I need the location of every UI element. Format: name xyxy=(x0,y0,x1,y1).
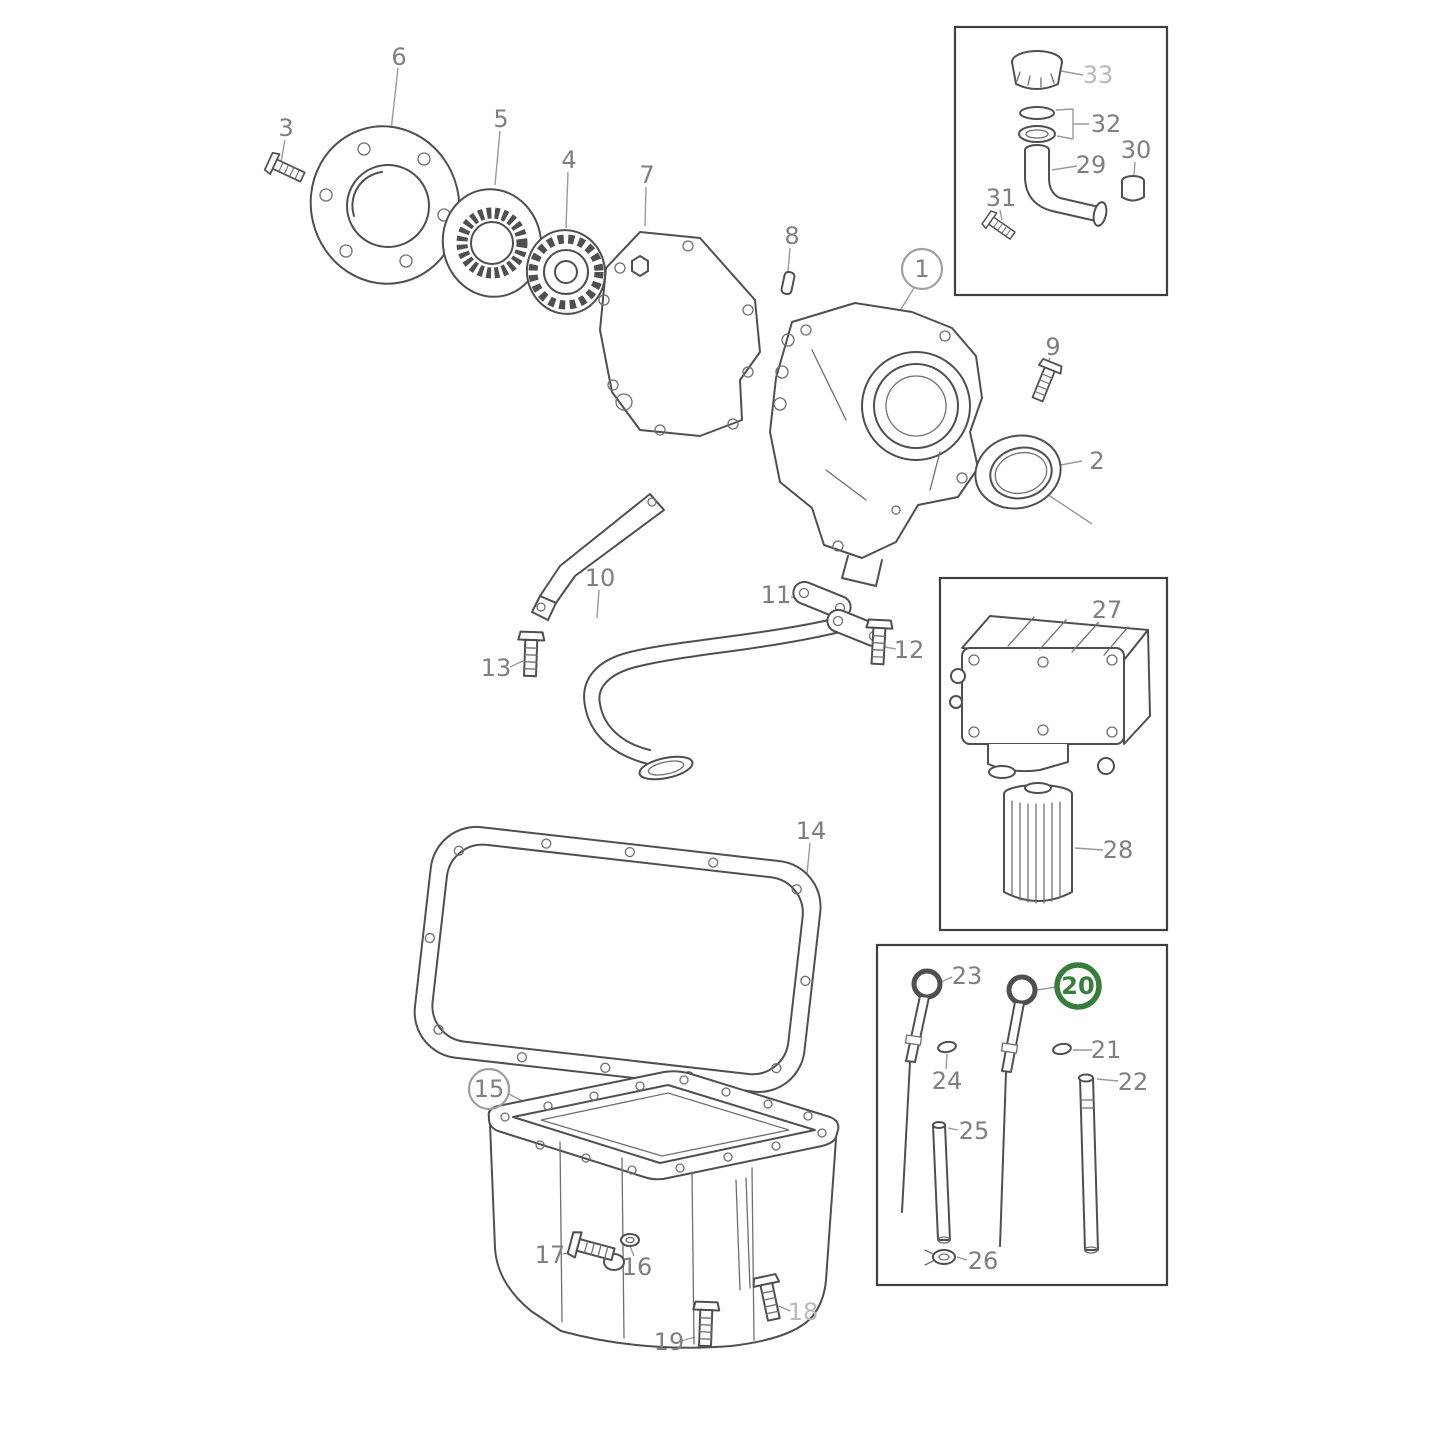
part-8-pin xyxy=(780,270,796,296)
part-label-11[interactable]: 11 xyxy=(761,581,792,609)
part-label-5[interactable]: 5 xyxy=(493,105,508,133)
part-23-dipstick xyxy=(901,968,943,1213)
balloon-15[interactable]: 15 xyxy=(467,1067,511,1111)
part-label-4[interactable]: 4 xyxy=(561,146,576,174)
part-25-dipstick-tube xyxy=(932,1121,951,1244)
detail-boxes xyxy=(875,25,1169,1287)
part-32-o-rings xyxy=(1018,106,1056,143)
part-26-clamp xyxy=(924,1249,956,1266)
part-5-toothed-disc xyxy=(441,188,543,298)
part-label-27[interactable]: 27 xyxy=(1092,596,1123,624)
part-label-17[interactable]: 17 xyxy=(535,1241,566,1269)
part-label-6[interactable]: 6 xyxy=(391,43,406,71)
part-31-bolt xyxy=(980,209,1019,244)
part-9-bolt xyxy=(1025,357,1065,405)
part-label-18[interactable]: 18 xyxy=(788,1298,819,1326)
part-label-30[interactable]: 30 xyxy=(1121,136,1152,164)
part-13-bolt xyxy=(516,630,546,678)
part-20-dipstick xyxy=(999,974,1038,1247)
balloon-1[interactable]: 1 xyxy=(900,247,944,291)
part-10-pickup-pipe-bracket xyxy=(531,493,665,621)
part-15-oil-pan xyxy=(487,1070,840,1349)
part-30-plug xyxy=(1121,175,1145,202)
part-label-12[interactable]: 12 xyxy=(894,636,925,664)
part-27-oil-cooler xyxy=(949,615,1151,779)
part-label-3[interactable]: 3 xyxy=(278,114,293,142)
part-label-21[interactable]: 21 xyxy=(1091,1036,1122,1064)
balloon-15-label: 15 xyxy=(474,1075,505,1103)
part-label-8[interactable]: 8 xyxy=(784,222,799,250)
part-3-bolt xyxy=(263,150,309,188)
part-label-23[interactable]: 23 xyxy=(952,962,983,990)
part-label-9[interactable]: 9 xyxy=(1045,333,1060,361)
oil-cooler-box xyxy=(938,576,1169,932)
part-label-16[interactable]: 16 xyxy=(622,1253,653,1281)
part-label-19[interactable]: 19 xyxy=(654,1328,685,1356)
part-label-26[interactable]: 26 xyxy=(968,1247,999,1275)
part-2-seal-ring xyxy=(974,434,1062,510)
part-label-31[interactable]: 31 xyxy=(986,184,1017,212)
part-22-dipstick-tube xyxy=(1078,1073,1099,1254)
part-10-pickup-pipe xyxy=(583,617,841,781)
part-labels: 3 6 5 4 7 8 9 2 10 11 12 13 14 16 17 18 … xyxy=(278,43,1151,1356)
part-label-22[interactable]: 22 xyxy=(1118,1068,1149,1096)
dipstick-box xyxy=(875,943,1169,1287)
part-18-bolt xyxy=(750,1272,788,1324)
part-6-flange-plate xyxy=(309,125,461,285)
part-14-oil-pan-gasket xyxy=(413,825,822,1093)
part-label-13[interactable]: 13 xyxy=(481,654,512,682)
part-label-33[interactable]: 33 xyxy=(1083,61,1114,89)
part-7-backplate xyxy=(598,231,761,437)
part-label-10[interactable]: 10 xyxy=(585,564,616,592)
part-label-25[interactable]: 25 xyxy=(959,1117,990,1145)
balloon-20-highlighted[interactable]: 20 xyxy=(1054,962,1102,1010)
part-label-32[interactable]: 32 xyxy=(1091,110,1122,138)
part-29-filler-tube xyxy=(1024,144,1108,227)
part-16-washer xyxy=(620,1233,640,1247)
oil-filler-box xyxy=(953,25,1169,297)
part-19-bolt xyxy=(691,1300,721,1348)
balloon-1-label: 1 xyxy=(914,255,929,283)
part-21-o-ring xyxy=(1052,1042,1072,1056)
part-label-29[interactable]: 29 xyxy=(1076,151,1107,179)
part-label-24[interactable]: 24 xyxy=(932,1067,963,1095)
part-24-o-ring xyxy=(937,1040,957,1054)
part-label-7[interactable]: 7 xyxy=(639,161,654,189)
part-28-oil-filter xyxy=(1003,782,1073,904)
part-33-oil-filler-cap xyxy=(1011,50,1063,90)
part-label-28[interactable]: 28 xyxy=(1103,836,1134,864)
part-label-2[interactable]: 2 xyxy=(1089,447,1104,475)
part-1-oil-pump-housing xyxy=(769,302,983,587)
balloon-20-label: 20 xyxy=(1061,972,1094,1000)
part-label-14[interactable]: 14 xyxy=(796,817,827,845)
part-4-sprocket xyxy=(525,229,607,315)
